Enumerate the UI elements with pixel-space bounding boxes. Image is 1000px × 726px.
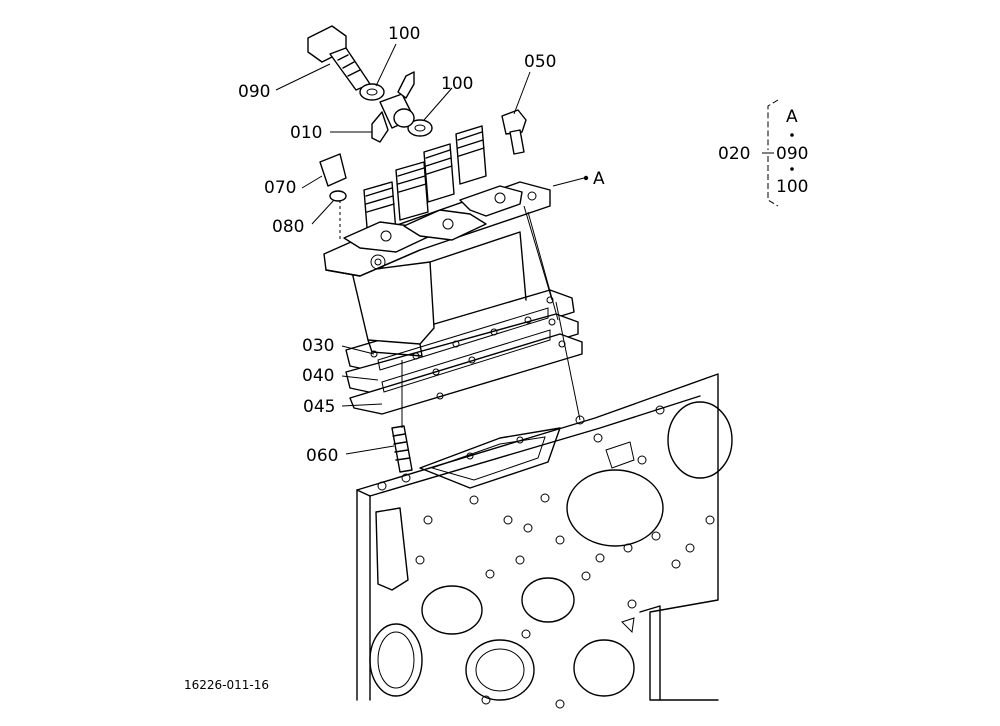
callout-090: 090 <box>238 82 270 102</box>
callout-100-upper: 100 <box>388 24 420 44</box>
seal-washer <box>329 190 347 202</box>
copper-washer-upper <box>359 83 385 101</box>
banjo-bolt <box>307 25 371 91</box>
eye-joint <box>371 71 415 143</box>
cap-nut <box>319 153 347 187</box>
callout-A: A <box>593 169 605 189</box>
drawing-number: 16226-011-16 <box>184 678 269 692</box>
assembly-parent-number: 020 <box>718 144 750 164</box>
delivery-valves <box>343 125 523 253</box>
assembly-key: 020 A 090 100 <box>718 99 808 207</box>
callout-080: 080 <box>272 217 304 237</box>
callout-070: 070 <box>264 178 296 198</box>
injection-pump <box>323 125 551 357</box>
callout-100-lower: 100 <box>441 74 473 94</box>
callout-labels: 090 100 100 050 010 070 080 030 040 045 … <box>238 24 605 466</box>
callout-050: 050 <box>524 52 556 72</box>
callout-040: 040 <box>302 366 334 386</box>
callout-060: 060 <box>306 446 338 466</box>
stud-bolt <box>391 425 413 473</box>
deck-holes <box>377 405 715 569</box>
assembly-member-100: 100 <box>776 177 808 197</box>
callout-010: 010 <box>290 123 322 143</box>
assembly-member-090: 090 <box>776 144 808 164</box>
bleed-screw <box>501 109 527 155</box>
engine-block <box>356 373 733 709</box>
gasket-stack <box>345 289 583 415</box>
leader-lines <box>275 43 589 455</box>
assembly-member-A: A <box>786 107 798 127</box>
callout-030: 030 <box>302 336 334 356</box>
callout-045: 045 <box>303 397 335 417</box>
copper-washer-lower <box>407 119 433 137</box>
